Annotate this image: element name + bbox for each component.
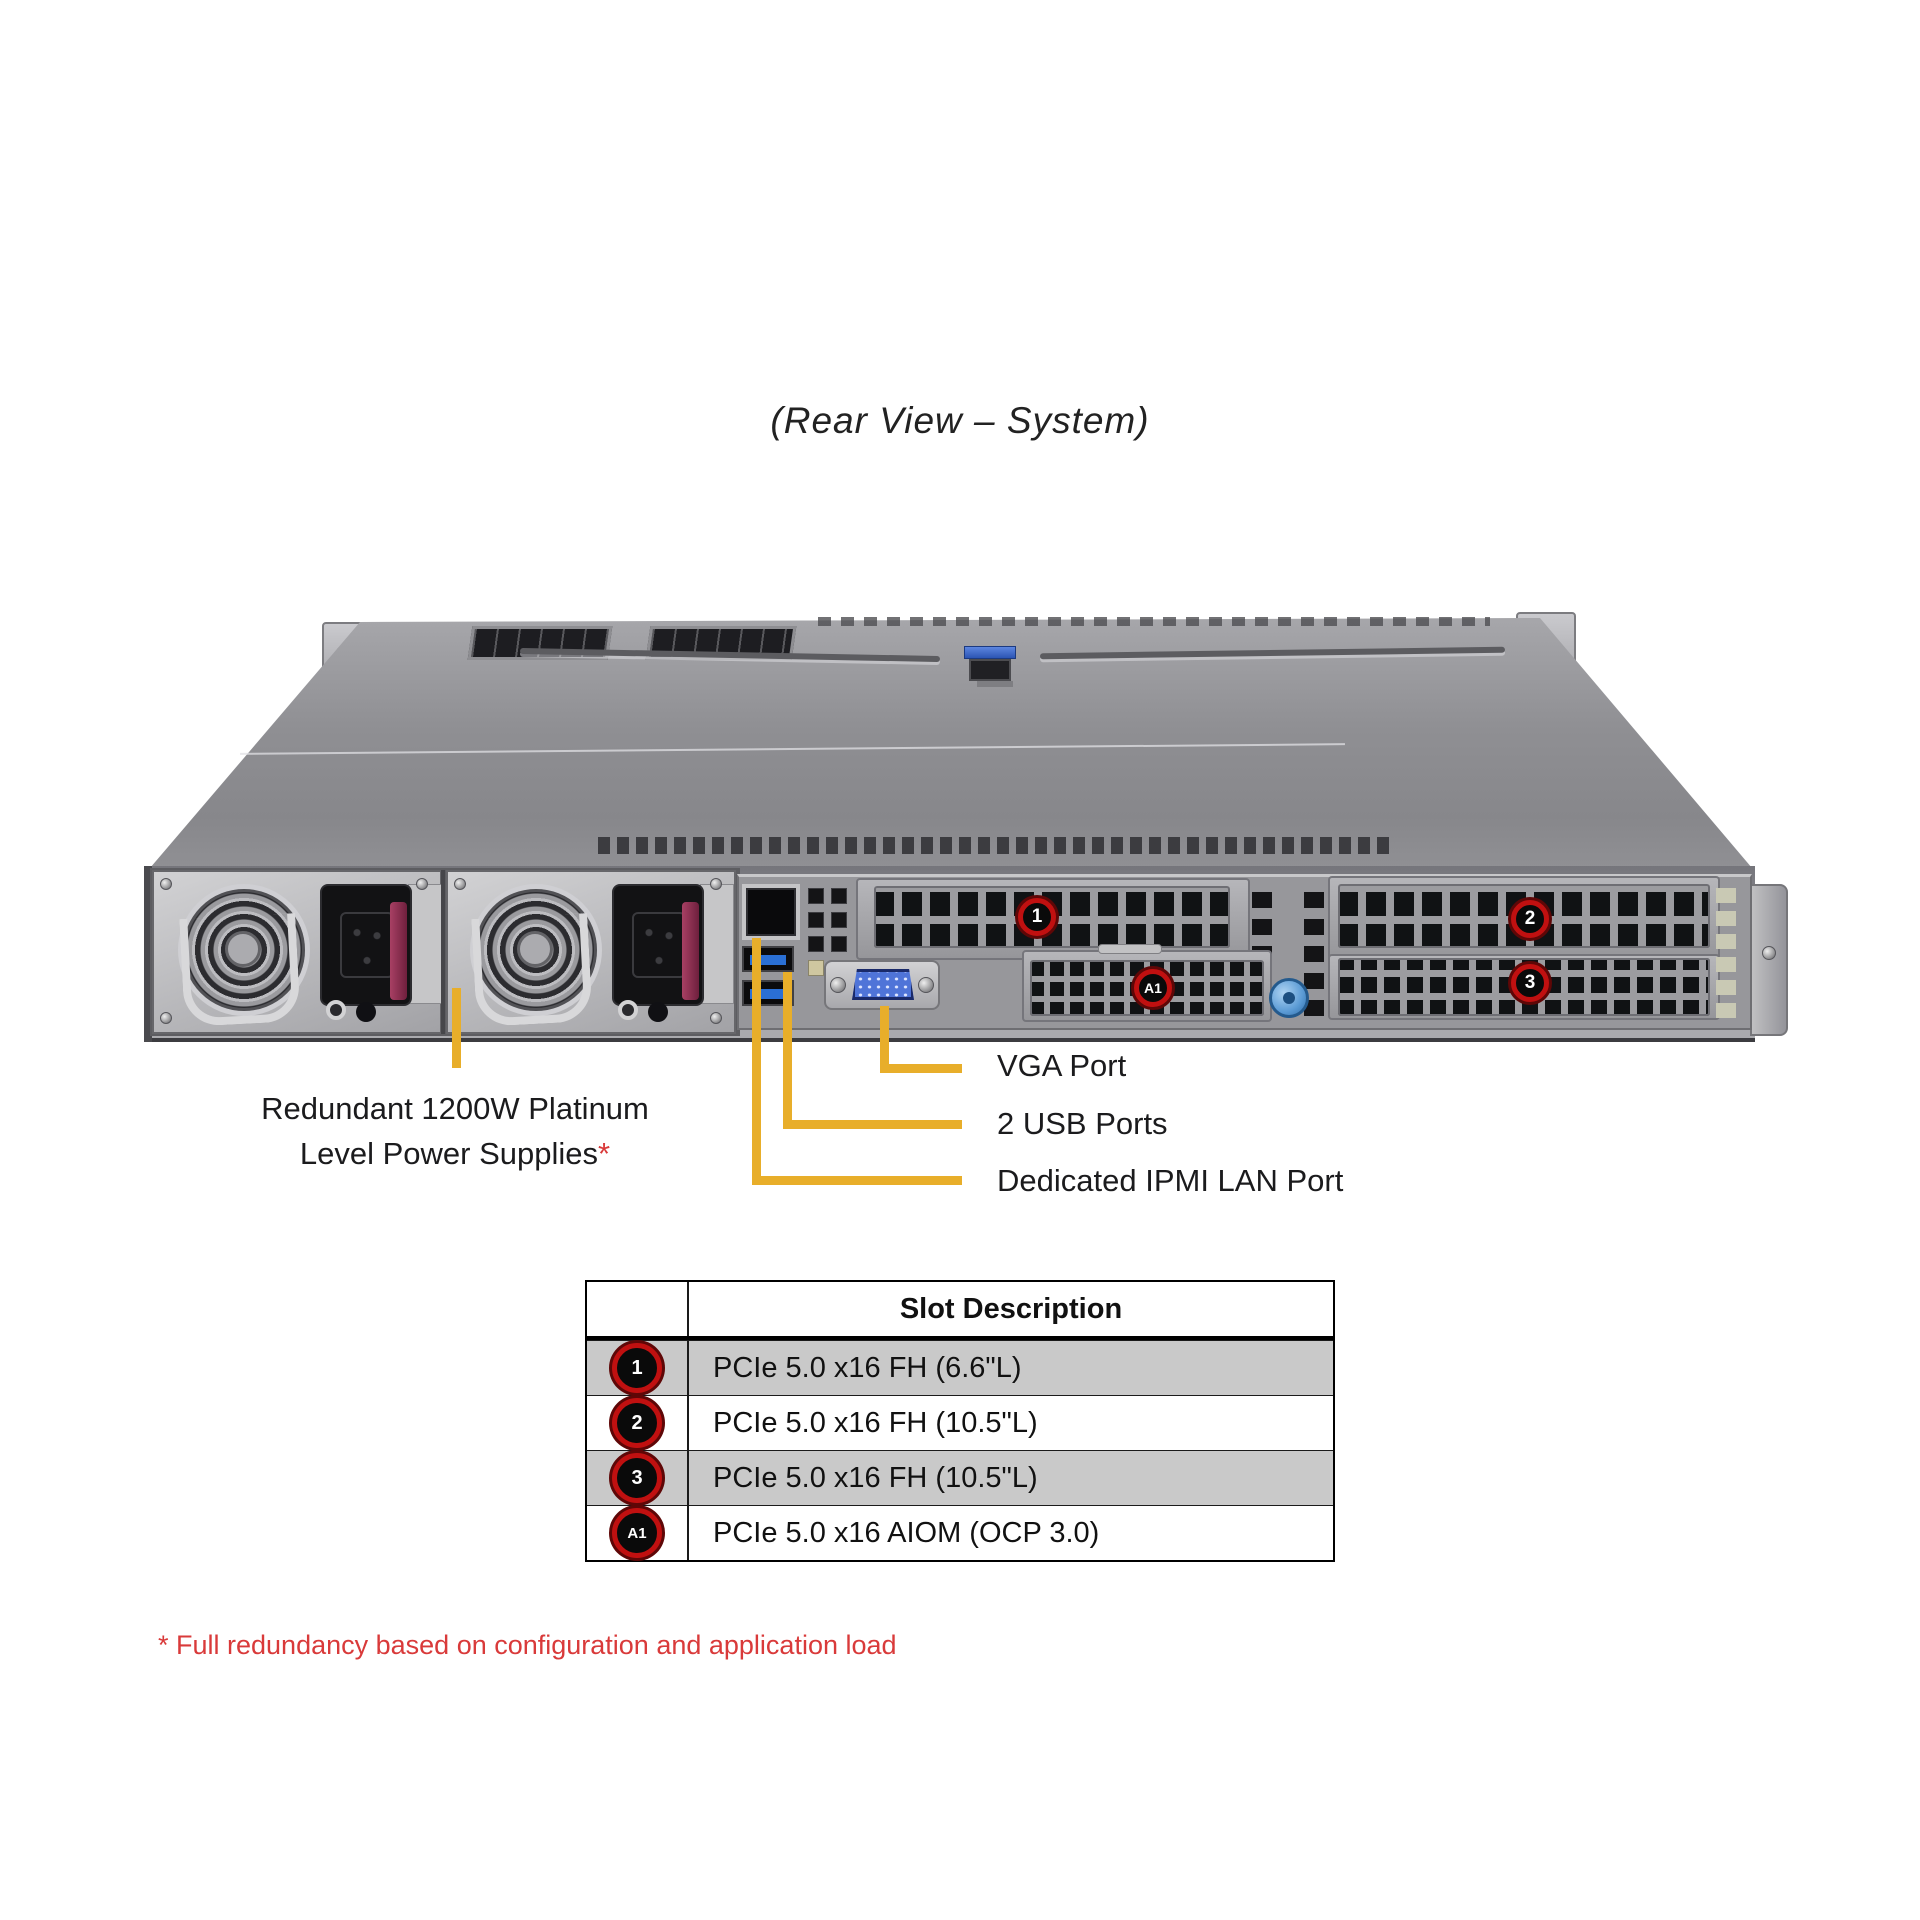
slot1-marker: 1 [1018, 898, 1056, 936]
io-vent-cell [808, 936, 824, 952]
chassis-left-edge [144, 866, 152, 1042]
psu2-retention-clip [682, 902, 699, 1000]
psu1-fan-grille [178, 884, 310, 1016]
screw-icon [160, 878, 172, 890]
psu1-vent-hole [326, 1000, 346, 1020]
io-vent-cell [808, 912, 824, 928]
table-header-slot-cell [587, 1282, 689, 1336]
table-row: 1 PCIe 5.0 x16 FH (6.6"L) [587, 1340, 1333, 1395]
psu-divider [441, 870, 445, 1034]
screw-icon [918, 977, 934, 993]
vga-port [852, 969, 914, 1000]
psu2-fan-grille [470, 884, 602, 1016]
usb-ports-label: 2 USB Ports [997, 1106, 1168, 1141]
footnote: * Full redundancy based on configuration… [158, 1630, 897, 1660]
screw-icon [830, 977, 846, 993]
thumbscrew-blue [1269, 978, 1309, 1018]
io-vent-cell [808, 960, 824, 976]
table-aiom-description: PCIe 5.0 x16 AIOM (OCP 3.0) [713, 1516, 1100, 1549]
slot3-marker: 3 [1511, 964, 1549, 1002]
psu-callout-line [452, 988, 461, 1068]
psu1-retention-clip [390, 902, 407, 1000]
table-header-label: Slot Description [899, 1292, 1123, 1325]
screw-icon [1762, 946, 1776, 960]
slot2-marker: 2 [1511, 900, 1549, 938]
ipmi-lan-port [742, 884, 800, 940]
usb-port-1 [742, 946, 794, 972]
psu-label: Redundant 1200W Platinum Level Power Sup… [254, 1086, 656, 1176]
usb-callout-line [783, 972, 792, 1129]
cover-latch-body [969, 659, 1011, 681]
table-slot1-description: PCIe 5.0 x16 FH (6.6"L) [713, 1351, 1022, 1384]
table-slot2-description: PCIe 5.0 x16 FH (10.5"L) [713, 1406, 1038, 1439]
cover-latch-blue [964, 646, 1016, 659]
ipmi-lan-label: Dedicated IPMI LAN Port [997, 1163, 1344, 1198]
table-slot3-description: PCIe 5.0 x16 FH (10.5"L) [713, 1461, 1038, 1494]
screw-icon [416, 878, 428, 890]
psu2-latch-plate [700, 884, 734, 1004]
table-row: A1 PCIe 5.0 x16 AIOM (OCP 3.0) [587, 1505, 1333, 1560]
aiom-pull-tab [1098, 944, 1162, 954]
bracket-hole-column [1304, 886, 1324, 1016]
chassis-top-cover [150, 618, 1752, 868]
io-vent-cell [831, 936, 847, 952]
screw-icon [160, 1012, 172, 1024]
chassis-right-tab [1750, 884, 1788, 1036]
table-row: 2 PCIe 5.0 x16 FH (10.5"L) [587, 1395, 1333, 1450]
screw-icon [710, 1012, 722, 1024]
table-aiom-marker: A1 [612, 1508, 662, 1558]
rear-top-vent-row [598, 837, 1396, 854]
psu-label-asterisk: * [598, 1136, 611, 1171]
io-vent-cell [831, 888, 847, 904]
usb-callout-line [783, 1120, 962, 1129]
rear-panel-bottom-lip [148, 1030, 1755, 1038]
ipmi-callout-line [752, 1176, 962, 1185]
psu2-handle [471, 913, 593, 1027]
slot-description-table: Slot Description 1 PCIe 5.0 x16 FH (6.6"… [585, 1280, 1335, 1562]
bracket-hole-column-right [1716, 888, 1736, 1018]
vga-callout-line [880, 1006, 889, 1073]
aiom-marker: A1 [1134, 969, 1172, 1007]
screw-icon [454, 878, 466, 890]
figure-title: (Rear View – System) [770, 400, 1150, 441]
psu1-handle [179, 913, 301, 1027]
vga-callout-line [880, 1064, 962, 1073]
psu1-latch-plate [408, 884, 442, 1004]
psu2-vent-hole [648, 1002, 668, 1022]
table-row: 3 PCIe 5.0 x16 FH (10.5"L) [587, 1450, 1333, 1505]
table-slot1-marker: 1 [612, 1343, 662, 1393]
rear-panel-bottom-edge [148, 1038, 1755, 1042]
psu-label-line1: Redundant 1200W Platinum [261, 1091, 649, 1126]
psu-label-line2: Level Power Supplies* [299, 1136, 611, 1171]
ipmi-callout-line [752, 938, 761, 1185]
vga-port-label: VGA Port [997, 1048, 1127, 1083]
io-vent-cell [808, 888, 824, 904]
cover-latch-tab [977, 681, 1013, 687]
io-vent-cell [831, 912, 847, 928]
table-slot3-marker: 3 [612, 1453, 662, 1503]
table-slot2-marker: 2 [612, 1398, 662, 1448]
top-vent-dashes [818, 617, 1490, 626]
psu2-vent-hole [618, 1000, 638, 1020]
psu1-vent-hole [356, 1002, 376, 1022]
table-header-row: Slot Description [587, 1282, 1333, 1340]
screw-icon [710, 878, 722, 890]
